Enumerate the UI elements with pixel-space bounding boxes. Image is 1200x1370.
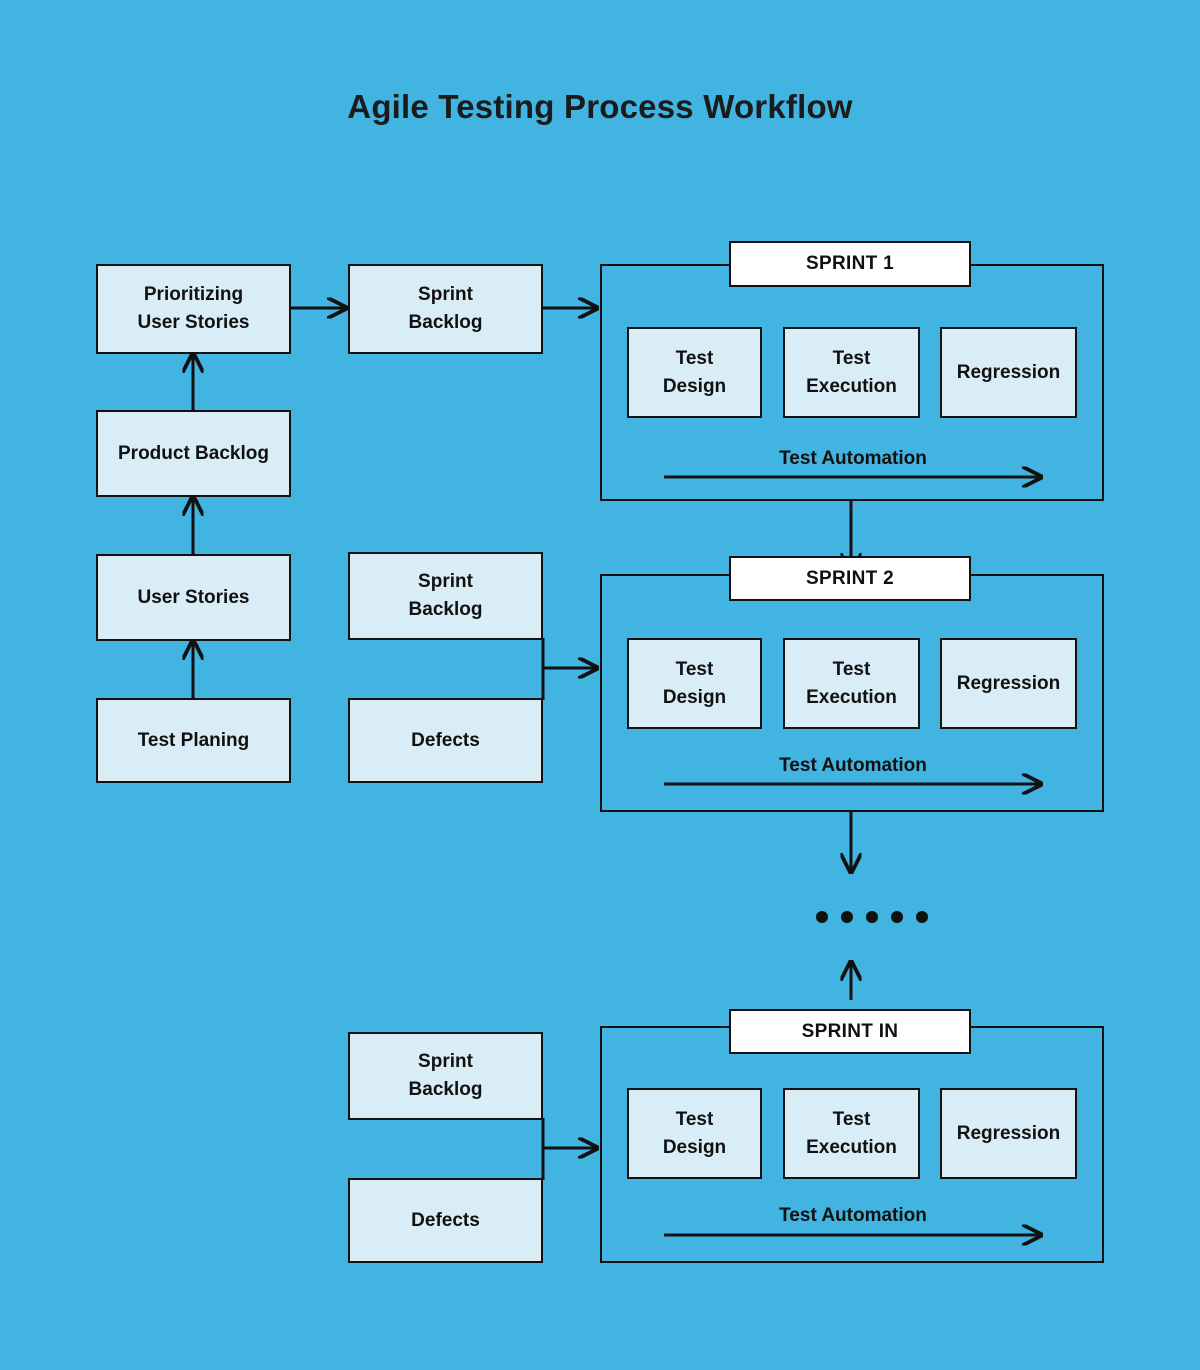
sprint-2-test-automation-label: Test Automation — [779, 755, 927, 776]
box-sprint-backlog-1[interactable]: Sprint Backlog — [348, 264, 543, 354]
continuation-dots — [816, 911, 928, 923]
sprint-2-stage-test-design[interactable]: Test Design — [627, 638, 762, 729]
sprint-2-stage-regression[interactable]: Regression — [940, 638, 1077, 729]
box-prioritizing-user-stories[interactable]: Prioritizing User Stories — [96, 264, 291, 354]
sprint-1-stage-regression[interactable]: Regression — [940, 327, 1077, 418]
box-user-stories[interactable]: User Stories — [96, 554, 291, 641]
sprint-1-test-automation-label: Test Automation — [779, 448, 927, 469]
box-defects-2[interactable]: Defects — [348, 698, 543, 783]
sprint-n-stage-test-design[interactable]: Test Design — [627, 1088, 762, 1179]
page-title: Agile Testing Process Workflow — [347, 88, 853, 125]
sprint-1-stage-test-design[interactable]: Test Design — [627, 327, 762, 418]
sprint-n-test-automation-label: Test Automation — [779, 1205, 927, 1226]
sprint-n-stage-regression[interactable]: Regression — [940, 1088, 1077, 1179]
sprint-label-n[interactable]: SPRINT IN — [729, 1009, 971, 1054]
sprint-2-stage-test-execution[interactable]: Test Execution — [783, 638, 920, 729]
box-test-planing[interactable]: Test Planing — [96, 698, 291, 783]
box-sprint-backlog-3[interactable]: Sprint Backlog — [348, 1032, 543, 1120]
box-sprint-backlog-2[interactable]: Sprint Backlog — [348, 552, 543, 640]
sprint-1-stage-test-execution[interactable]: Test Execution — [783, 327, 920, 418]
box-defects-3[interactable]: Defects — [348, 1178, 543, 1263]
sprint-label-2[interactable]: SPRINT 2 — [729, 556, 971, 601]
sprint-n-stage-test-execution[interactable]: Test Execution — [783, 1088, 920, 1179]
box-product-backlog[interactable]: Product Backlog — [96, 410, 291, 497]
sprint-label-1[interactable]: SPRINT 1 — [729, 241, 971, 287]
